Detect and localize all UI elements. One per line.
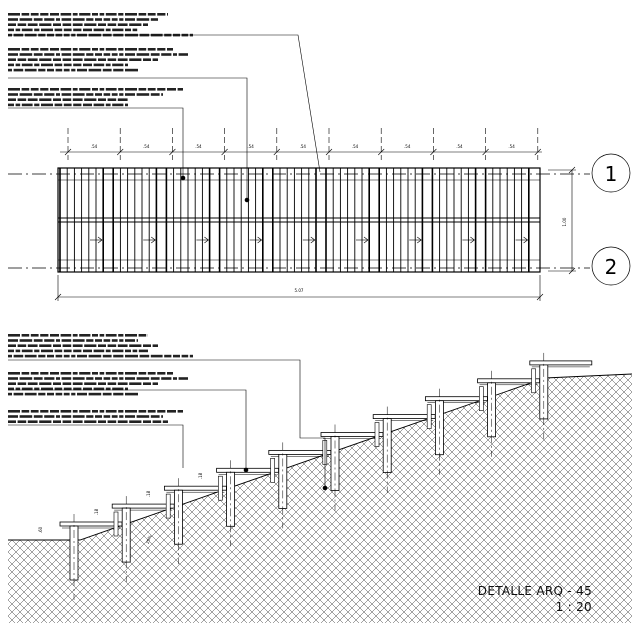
module-dimension-label: .54 [143, 144, 150, 149]
section-view: .60 .18 .18 .18 25% [8, 334, 632, 623]
plan-dimension-top: .54 .54 .54 .54 .54 .54 .54 .54 .54 [60, 128, 542, 160]
section-leaders [8, 359, 328, 491]
section-note-2 [8, 372, 188, 396]
section-dims: .60 .18 .18 .18 25% [38, 472, 203, 544]
grid-axis-1: 1 [591, 153, 631, 193]
grid-axis-2: 2 [591, 246, 631, 286]
module-dimension-label: .54 [300, 144, 307, 149]
grid-axis-2-label: 2 [605, 255, 618, 279]
module-dimension-label: .54 [508, 144, 515, 149]
plan-leaders [8, 34, 321, 203]
plan-deck [57, 167, 541, 273]
total-dimension-label: 5.07 [295, 288, 304, 293]
step-rise-label-3: .18 [198, 472, 203, 479]
slope-label: 25% [145, 534, 153, 544]
depth-dimension-label: 1.00 [562, 217, 567, 226]
module-dimension-label: .54 [247, 144, 254, 149]
plan-note-3 [8, 88, 183, 107]
module-dimension-label: .54 [404, 144, 411, 149]
drawing-title: DETALLE ARQ - 45 [477, 584, 592, 598]
plan-note-1 [8, 13, 193, 37]
grid-axis-1-label: 1 [605, 162, 618, 186]
step-rise-label-1: .18 [94, 508, 99, 515]
post-dimension-label: .60 [38, 526, 43, 533]
step-rise-label-2: .18 [146, 490, 151, 497]
section-note-1 [8, 334, 193, 358]
grid-axis-lines [8, 173, 590, 269]
plan-note-2 [8, 48, 188, 72]
module-dimension-label: .54 [456, 144, 463, 149]
section-note-3 [8, 410, 183, 423]
plan-dimension-depth: 1.00 [548, 166, 576, 275]
module-dimension-label: .54 [352, 144, 359, 149]
plan-dimension-total: 5.07 [54, 275, 544, 301]
module-dimension-label: .54 [91, 144, 98, 149]
terrain-hatch [8, 374, 632, 623]
title-block: DETALLE ARQ - 45 1 : 20 [478, 583, 592, 615]
module-dimension-label: .54 [195, 144, 202, 149]
plan-notes [8, 13, 193, 107]
section-notes [8, 334, 193, 423]
plan-view: .54 .54 .54 .54 .54 .54 .54 .54 .54 1 2 1.00 [8, 13, 631, 301]
drawing-scale: 1 : 20 [555, 600, 592, 614]
terrain-line [8, 373, 632, 541]
